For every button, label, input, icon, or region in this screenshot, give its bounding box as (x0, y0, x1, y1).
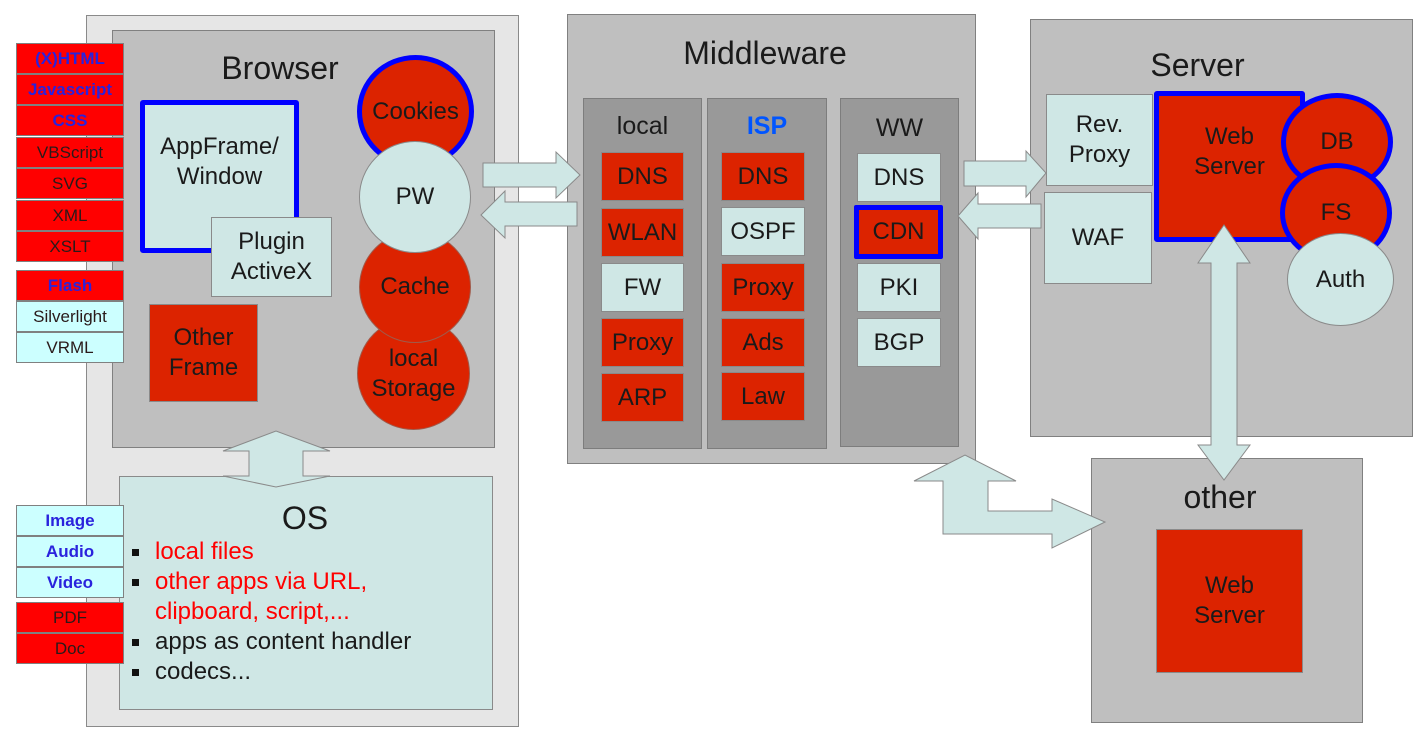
auth-service: Auth (1287, 233, 1394, 326)
column-title-local: local (616, 112, 669, 140)
isp-dns: DNS (721, 152, 805, 201)
isp-proxy: Proxy (721, 263, 805, 312)
other-web-server: Web Server (1156, 529, 1303, 673)
web-server-label: Web Server (1194, 122, 1265, 180)
other-web-server-label: Web Server (1194, 572, 1265, 629)
tag-xml: XML (16, 200, 124, 231)
fs-label: FS (1320, 199, 1352, 226)
arrow-left-middleware-to-browser (480, 189, 578, 240)
arrow-right-middleware-to-server (963, 149, 1047, 199)
other-frame: Other Frame (149, 304, 258, 402)
plugin-activex: Plugin ActiveX (211, 217, 332, 297)
local-storage-label: local Storage (371, 344, 456, 402)
other-title: other (1183, 478, 1257, 515)
isp-ads: Ads (721, 318, 805, 367)
arrow-server-other (1197, 224, 1251, 481)
middleware-title: Middleware (683, 34, 847, 71)
pw-label: PW (395, 183, 435, 210)
local-dns: DNS (601, 152, 684, 201)
waf-label: WAF (1071, 224, 1125, 251)
server-title: Server (1150, 46, 1245, 83)
os-item: local files (120, 537, 490, 567)
local-proxy: Proxy (601, 318, 684, 367)
auth-label: Auth (1315, 265, 1366, 293)
password-store: PW (359, 141, 471, 253)
tag-vrml: VRML (16, 332, 124, 363)
arrow-middleware-other (913, 454, 1107, 549)
arrow-left-server-to-middleware (957, 191, 1042, 241)
tag-silverlight: Silverlight (16, 301, 124, 332)
tag-xhtml: (X)HTML (16, 43, 124, 74)
tag-css: CSS (16, 105, 124, 136)
tag-audio: Audio (16, 536, 124, 567)
plugin-label: Plugin ActiveX (230, 228, 313, 285)
local-wlan: WLAN (601, 208, 684, 257)
os-item: other apps via URL, clipboard, script,..… (120, 567, 490, 627)
column-title-ww: WW (875, 114, 924, 142)
local-arp: ARP (601, 373, 684, 422)
os-title: OS (281, 499, 329, 536)
tag-vbscript: VBScript (16, 137, 124, 168)
tag-javascript: Javascript (16, 74, 124, 105)
tag-pdf: PDF (16, 602, 124, 633)
rev-proxy-label: Rev. Proxy (1068, 111, 1131, 168)
browser-title: Browser (221, 49, 339, 86)
appframe-label: AppFrame/ Window (160, 132, 279, 190)
reverse-proxy: Rev. Proxy (1046, 94, 1153, 186)
other-frame-label: Other Frame (168, 324, 239, 381)
arrow-browser-os (222, 430, 331, 488)
isp-law: Law (721, 372, 805, 421)
tag-flash: Flash (16, 270, 124, 301)
waf: WAF (1044, 192, 1152, 284)
tag-video: Video (16, 567, 124, 598)
tag-doc: Doc (16, 633, 124, 664)
os-capabilities-list: local files other apps via URL, clipboar… (120, 537, 490, 687)
arrow-right-browser-to-middleware (482, 150, 581, 200)
ww-pki: PKI (857, 263, 941, 312)
ww-dns: DNS (857, 153, 941, 202)
db-label: DB (1320, 128, 1354, 155)
ww-cdn: CDN (854, 205, 943, 259)
cookies-label: Cookies (372, 97, 459, 125)
column-title-isp: ISP (746, 112, 788, 140)
tag-svg: SVG (16, 168, 124, 199)
ww-bgp: BGP (857, 318, 941, 367)
os-item: codecs... (120, 657, 490, 687)
os-panel (119, 476, 493, 710)
local-fw: FW (601, 263, 684, 312)
cache-label: Cache (380, 273, 450, 300)
isp-ospf: OSPF (721, 207, 805, 256)
tag-image: Image (16, 505, 124, 536)
os-item: apps as content handler (120, 627, 490, 657)
tag-xslt: XSLT (16, 231, 124, 262)
